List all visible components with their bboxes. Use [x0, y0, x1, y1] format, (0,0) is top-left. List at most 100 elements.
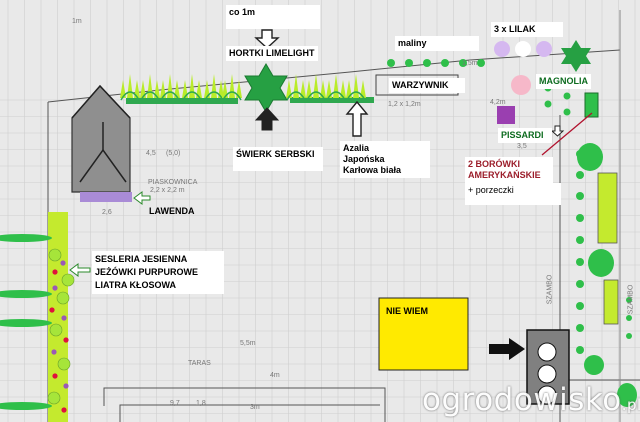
label-azalia-line-2: Japońska: [343, 154, 385, 164]
lilac-2: [515, 41, 531, 57]
right-column-dot: [576, 324, 584, 332]
right-shrub-1: [577, 143, 603, 171]
label-3x-lilak: 3 x LILAK: [491, 22, 563, 37]
note-piaskownica-size: 2,2 x 2,2 m: [150, 187, 185, 194]
hedge-line-left: [126, 98, 238, 104]
right-border-plants: [544, 84, 632, 354]
perennial-dot: [61, 273, 75, 287]
note-szambo-b: SZAMBO: [627, 284, 635, 315]
right-column-dot: [576, 302, 584, 310]
note-szambo-a: SZAMBO: [546, 274, 554, 305]
small-dot: [544, 100, 552, 108]
hydrangea-tuft: [286, 74, 306, 101]
right-shrub-4: [617, 383, 637, 407]
tuft-leaf: [182, 80, 188, 98]
perennial-dot: [49, 323, 63, 337]
tuft-stem: [204, 91, 224, 101]
tuft-leaf: [134, 80, 140, 98]
tuft-leaf: [353, 74, 359, 98]
tuft-leaf: [127, 74, 133, 98]
tuft-leaf: [313, 74, 319, 98]
label-liatra: LIATRA KŁOSOWA: [95, 280, 176, 290]
note-1-2-size: 1,2 x 1,2m: [388, 101, 421, 108]
tuft-leaf: [140, 80, 146, 98]
raspberry-row: [387, 59, 485, 67]
left-shrub-1: [0, 234, 52, 242]
raspberry-dot: [477, 59, 485, 67]
label-hortki-limelight: HORTKI LIMELIGHT: [226, 46, 318, 61]
right-column-dot: [576, 236, 584, 244]
tuft-stem: [222, 91, 242, 101]
note-piaskownica: PIASKOWNICA: [148, 179, 198, 186]
watermark-suffix: .pl: [621, 396, 640, 414]
tuft-leaf: [320, 80, 326, 98]
magnolia-tree: [511, 75, 531, 95]
label-azalia-line-3: Karłowa biała: [343, 165, 402, 175]
perennial-dot: [61, 407, 67, 413]
perennial-dot: [63, 337, 69, 343]
perennial-dot: [48, 248, 62, 262]
small-arrow-down: [550, 125, 565, 137]
septic-lid-3: [537, 385, 557, 405]
raspberry-dot: [405, 59, 413, 67]
label-perennials: SESLERIA JESIENNA JEŻÓWKI PURPUROWE LIAT…: [92, 251, 224, 294]
tuft-leaf: [340, 80, 346, 98]
tuft-leaf: [300, 80, 306, 98]
right-shrub-3: [584, 355, 604, 375]
tuft-stem: [326, 91, 346, 101]
label-lawenda: LAWENDA: [149, 206, 195, 216]
tuft-leaf: [236, 80, 242, 98]
tuft-leaf: [222, 80, 228, 98]
right-column-dot: [576, 171, 584, 179]
hydrangea-tuft: [346, 74, 366, 101]
label-borowki: 2 BORÓWKI AMERYKAŃSKIE: [465, 157, 553, 183]
note-taras: TARAS: [188, 360, 211, 367]
perennial-dot: [63, 383, 69, 389]
borowki-pointer-line: [541, 112, 593, 156]
perennial-dot: [51, 349, 57, 355]
right-lime-bed-1: [597, 172, 618, 244]
right-lime-bed-2: [603, 279, 619, 325]
label-porzeczki: + porzeczki: [465, 183, 561, 205]
small-dot: [563, 92, 571, 100]
left-perennial-mix: [47, 248, 75, 413]
left-shrub-4: [0, 402, 52, 410]
right-column-dot: [576, 280, 584, 288]
raspberry-dot: [441, 59, 449, 67]
right-shrub-2: [588, 249, 614, 277]
tuft-stem: [346, 91, 366, 101]
tuft-leaf: [189, 74, 195, 98]
hydrangea-tuft: [182, 74, 202, 101]
label-pissardi: PISSARDI: [498, 128, 552, 143]
edge-dot: [626, 315, 632, 321]
septic-lid-1: [537, 342, 557, 362]
note-1m-a: 1m: [72, 18, 82, 25]
hydrangea-tuft: [222, 74, 242, 101]
lilac-1: [494, 41, 510, 57]
pissardi-tree: [497, 106, 515, 124]
arrow-down-hortki: [254, 29, 280, 49]
label-borowki-line-1: 2 BORÓWKI: [468, 159, 521, 169]
label-azalia: Azalia Japońska Karłowa biała: [340, 141, 430, 178]
note-5-5m: 5,5m: [240, 340, 256, 347]
septic-lid-2: [537, 364, 557, 384]
right-column-dot: [576, 192, 584, 200]
note-2-6: 2,6: [102, 209, 112, 216]
label-warzywnik: WARZYWNIK: [389, 78, 465, 93]
lilac-3: [536, 41, 552, 57]
arrow-up-azalia: [345, 100, 369, 137]
hedge-line-right: [290, 97, 374, 103]
left-shrub-3: [0, 319, 52, 327]
terrace-outline: [119, 404, 380, 422]
house-outline: [103, 387, 386, 422]
perennial-dot: [61, 315, 67, 321]
hydrangea-tuft: [326, 74, 346, 101]
tuft-stem: [182, 91, 202, 101]
hydrangea-tuft: [140, 74, 160, 101]
serbian-spruce: [244, 63, 288, 113]
watermark: ogrodowisko.pl: [422, 382, 640, 418]
perennial-dot: [57, 357, 71, 371]
note-4-2m: 4,2m: [490, 99, 506, 106]
